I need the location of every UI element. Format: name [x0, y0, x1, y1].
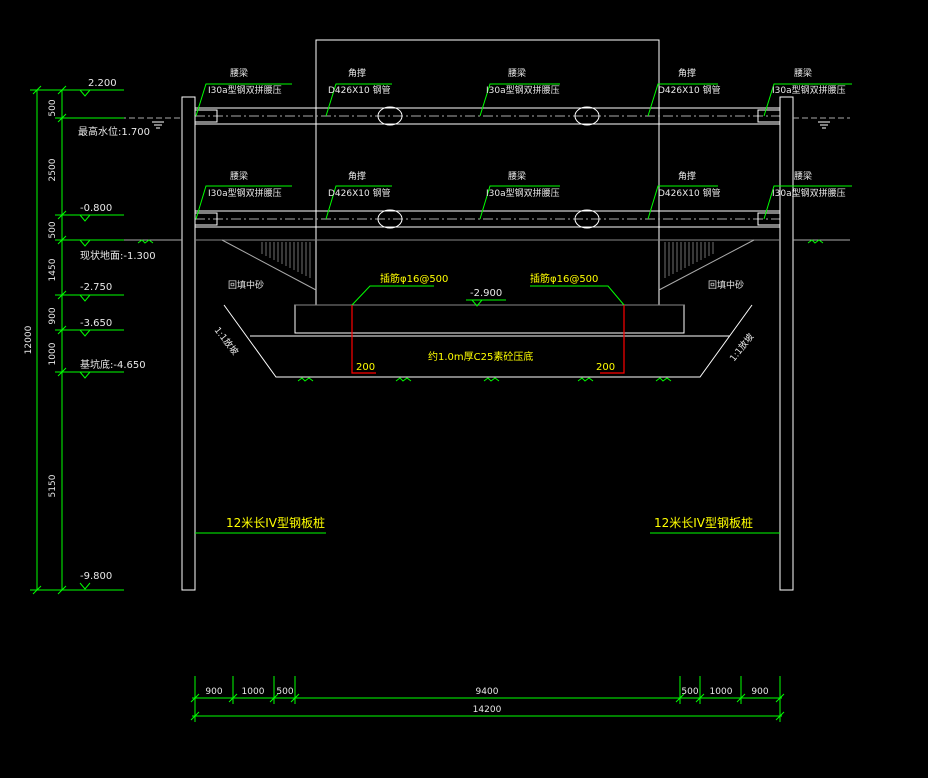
hdim-mid: 9400: [476, 687, 499, 697]
label-200-right: 200: [596, 362, 615, 373]
hdim-total: 14200: [473, 705, 502, 715]
upper-joint-left: [377, 106, 403, 126]
elev-e1: -2.750: [80, 282, 112, 293]
callout-l3-spec: I30a型钢双拼腰压: [486, 187, 560, 199]
elev-pile-toe: -9.800: [80, 571, 112, 582]
vdim-total: 12000: [24, 325, 34, 354]
callout-u4-spec: D426X10 钢管: [658, 84, 721, 96]
elev-high-water: 最高水位:1.700: [78, 125, 150, 138]
excavation-slope: [223, 304, 753, 378]
callout-l5-spec: I30a型钢双拼腰压: [772, 187, 846, 199]
vdim-5150: 5150: [48, 474, 58, 497]
backfill-slope-left: [221, 239, 317, 291]
callout-u5-spec: I30a型钢双拼腰压: [772, 84, 846, 96]
callout-l4-spec: D426X10 钢管: [658, 187, 721, 199]
callout-u2-title: 角撑: [348, 67, 366, 79]
callout-u3-title: 腰梁: [508, 67, 526, 79]
pier-column: [315, 39, 660, 305]
vdim-1000: 1000: [48, 342, 58, 365]
callout-u1-spec: I30a型钢双拼腰压: [208, 84, 282, 96]
horizontal-dim-lines: [190, 676, 785, 722]
callout-u5-title: 腰梁: [794, 67, 812, 79]
vdim-1450: 1450: [48, 258, 58, 281]
vertical-dim-lines: [30, 85, 483, 595]
lower-joint-right: [574, 209, 600, 229]
callout-l3-title: 腰梁: [508, 170, 526, 182]
elev-e2: -3.650: [80, 318, 112, 329]
callout-u1-title: 腰梁: [230, 67, 248, 79]
elev-strut2: -0.800: [80, 203, 112, 214]
vdim-500a: 500: [48, 99, 58, 116]
backfill-slope-right: [658, 239, 755, 291]
callout-u4-title: 角撑: [678, 67, 696, 79]
rebar-left: [351, 305, 376, 374]
water-symbols: [152, 121, 830, 129]
label-base-slab: 约1.0m厚C25素砼压底: [428, 350, 533, 363]
upper-waling-left: [194, 109, 218, 123]
label-pile-left: 12米长IV型钢板桩: [226, 515, 325, 530]
elev-top: 2.200: [88, 78, 117, 89]
pile-cap: [294, 304, 685, 334]
upper-joint-right: [574, 106, 600, 126]
elev-pit-bottom: 基坑底:-4.650: [80, 358, 146, 371]
vdim-2500: 2500: [48, 158, 58, 181]
label-backfill-left: 回填中砂: [228, 279, 264, 291]
label-slope-left: 1:1放坡: [212, 324, 241, 357]
upper-waling-right: [757, 109, 781, 123]
hdim-l500: 500: [276, 687, 293, 697]
sheet-pile-right: [779, 96, 794, 591]
label-pile-right: 12米长IV型钢板桩: [654, 515, 753, 530]
elev-ground: 现状地面:-1.300: [80, 249, 156, 262]
hdim-r900: 900: [751, 687, 768, 697]
lower-waling-left: [194, 212, 218, 226]
callout-u2-spec: D426X10 钢管: [328, 84, 391, 96]
rebar-right: [600, 305, 625, 374]
vdim-900: 900: [48, 307, 58, 324]
callout-l4-title: 角撑: [678, 170, 696, 182]
ground-marks: [137, 239, 824, 382]
leader-lines: [195, 83, 852, 534]
callout-l5-title: 腰梁: [794, 170, 812, 182]
label-200-left: 200: [356, 362, 375, 373]
label-backfill-right: 回填中砂: [708, 279, 744, 291]
lower-joint-left: [377, 209, 403, 229]
label-rebar-left: 插筋φ16@500: [380, 272, 448, 285]
callout-l2-title: 角撑: [348, 170, 366, 182]
lower-waling-right: [757, 212, 781, 226]
hdim-l1000: 1000: [242, 687, 265, 697]
callout-l1-spec: I30a型钢双拼腰压: [208, 187, 282, 199]
sheet-pile-left: [181, 96, 196, 591]
hdim-l900: 900: [205, 687, 222, 697]
label-rebar-right: 插筋φ16@500: [530, 272, 598, 285]
vdim-500b: 500: [48, 221, 58, 238]
callout-l1-title: 腰梁: [230, 170, 248, 182]
hatching: [261, 242, 714, 278]
structure-outlines: [120, 39, 850, 591]
hdim-r1000: 1000: [710, 687, 733, 697]
rebar-dowels: [351, 305, 625, 374]
hdim-r500: 500: [681, 687, 698, 697]
callout-l2-spec: D426X10 钢管: [328, 187, 391, 199]
label-slope-right: 1:1放坡: [727, 331, 756, 364]
callout-u3-spec: I30a型钢双拼腰压: [486, 84, 560, 96]
elev-cap-bottom: -2.900: [470, 288, 502, 299]
